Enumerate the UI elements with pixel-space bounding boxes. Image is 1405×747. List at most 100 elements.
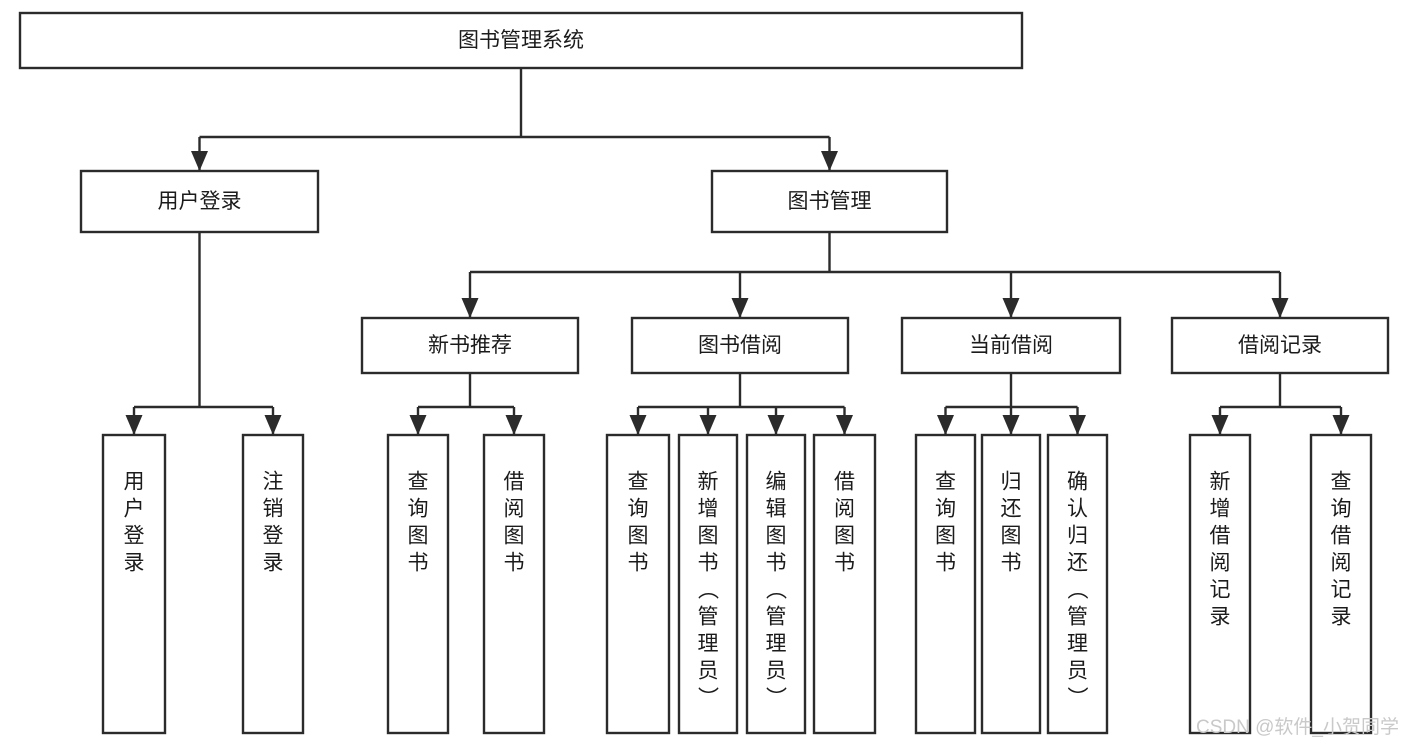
node-leaf-user-login[interactable]: 用户登录 — [101, 433, 167, 735]
node-label-char: 理 — [766, 632, 787, 655]
node-box[interactable] — [1188, 433, 1252, 735]
arrow-head-icon — [629, 415, 647, 435]
node-label-char: 登 — [124, 524, 145, 547]
arrow-head-icon — [1002, 298, 1020, 318]
node-label-char: 询 — [935, 497, 956, 520]
node-borrow-record[interactable]: 借阅记录 — [1170, 316, 1390, 375]
arrow-head-icon — [409, 415, 427, 435]
node-current-borrow[interactable]: 当前借阅 — [900, 316, 1122, 375]
node-label: 借阅图书 — [504, 470, 525, 574]
node-label-char: 录 — [1210, 605, 1231, 628]
node-box[interactable] — [1046, 433, 1109, 735]
node-box[interactable] — [812, 433, 877, 735]
arrow-head-icon — [125, 415, 143, 435]
node-label: 用户登录 — [124, 470, 145, 574]
node-label-char: 销 — [263, 497, 284, 520]
node-label-char: 借 — [834, 470, 855, 493]
arrow-head-icon — [461, 298, 479, 318]
node-label-char: 管 — [766, 605, 787, 628]
node-box[interactable] — [241, 433, 305, 735]
node-label: 图书管理系统 — [458, 29, 584, 52]
node-root[interactable]: 图书管理系统 — [18, 11, 1024, 70]
node-label-char: 辑 — [766, 497, 787, 520]
node-label-char: 还 — [1067, 551, 1088, 574]
node-label-char: 借 — [1210, 524, 1231, 547]
node-box[interactable] — [980, 433, 1042, 735]
node-new-book-rec[interactable]: 新书推荐 — [360, 316, 580, 375]
node-label-char: 图 — [935, 524, 956, 547]
node-label-char: 录 — [263, 551, 284, 574]
node-label-char: 图 — [766, 524, 787, 547]
arrow-head-icon — [1002, 415, 1020, 435]
node-label-char: ） — [766, 686, 788, 709]
node-label-char: 图 — [698, 524, 719, 547]
node-label: 当前借阅 — [969, 334, 1053, 357]
arrow-head-icon — [1271, 298, 1289, 318]
nodes-layer: 图书管理系统用户登录图书管理新书推荐图书借阅当前借阅借阅记录用户登录注销登录查询… — [18, 11, 1390, 735]
node-box[interactable] — [605, 433, 671, 735]
node-box[interactable] — [1309, 433, 1373, 735]
node-box[interactable] — [630, 316, 850, 375]
arrow-head-icon — [699, 415, 717, 435]
node-label-char: 归 — [1067, 524, 1088, 547]
node-label-char: 书 — [834, 551, 855, 574]
node-leaf-borrow-add-book[interactable]: 新增图书（管理员） — [677, 433, 739, 735]
node-box[interactable] — [677, 433, 739, 735]
node-label-char: 图 — [628, 524, 649, 547]
node-label-char: 记 — [1210, 578, 1231, 601]
node-box[interactable] — [386, 433, 450, 735]
arrow-head-icon — [821, 151, 838, 171]
node-leaf-rec-query-book[interactable]: 查询图书 — [386, 433, 450, 735]
node-label: 借阅记录 — [1238, 334, 1322, 357]
node-leaf-current-query-book[interactable]: 查询图书 — [914, 433, 977, 735]
node-label-char: 图 — [834, 524, 855, 547]
node-leaf-rec-borrow-book[interactable]: 借阅图书 — [482, 433, 546, 735]
node-box[interactable] — [1170, 316, 1390, 375]
arrow-head-icon — [1332, 415, 1350, 435]
node-user-login[interactable]: 用户登录 — [79, 169, 320, 234]
node-label-char: 查 — [408, 470, 429, 493]
node-box[interactable] — [745, 433, 807, 735]
node-label-char: 书 — [408, 551, 429, 574]
node-label-char: 管 — [1067, 605, 1088, 628]
node-box[interactable] — [18, 11, 1024, 70]
node-box[interactable] — [360, 316, 580, 375]
node-label-char: 询 — [1331, 497, 1352, 520]
node-label-char: 还 — [1001, 497, 1022, 520]
node-box[interactable] — [710, 169, 949, 234]
node-label-char: （ — [766, 578, 788, 601]
node-leaf-record-query[interactable]: 查询借阅记录 — [1309, 433, 1373, 735]
node-label-char: 确 — [1067, 470, 1088, 493]
node-leaf-borrow-query-book[interactable]: 查询图书 — [605, 433, 671, 735]
node-label-char: 书 — [628, 551, 649, 574]
node-box[interactable] — [79, 169, 320, 234]
node-book-manage[interactable]: 图书管理 — [710, 169, 949, 234]
node-leaf-current-confirm-return[interactable]: 确认归还（管理员） — [1046, 433, 1109, 735]
node-box[interactable] — [101, 433, 167, 735]
node-label: 图书借阅 — [698, 334, 782, 357]
node-label-char: 录 — [1331, 605, 1352, 628]
node-label: 图书管理 — [788, 190, 872, 213]
node-label: 查询图书 — [935, 470, 956, 574]
node-label: 归还图书 — [1001, 470, 1022, 574]
node-label-char: 理 — [1067, 632, 1088, 655]
node-box[interactable] — [482, 433, 546, 735]
node-book-borrow[interactable]: 图书借阅 — [630, 316, 850, 375]
node-leaf-user-logout[interactable]: 注销登录 — [241, 433, 305, 735]
node-label: 用户登录 — [158, 190, 242, 213]
node-leaf-borrow-borrow-book[interactable]: 借阅图书 — [812, 433, 877, 735]
node-leaf-record-add[interactable]: 新增借阅记录 — [1188, 433, 1252, 735]
node-label-char: ） — [698, 686, 720, 709]
node-leaf-current-return-book[interactable]: 归还图书 — [980, 433, 1042, 735]
node-leaf-borrow-edit-book[interactable]: 编辑图书（管理员） — [745, 433, 807, 735]
arrow-head-icon — [731, 298, 749, 318]
node-label: 注销登录 — [263, 470, 284, 574]
node-box[interactable] — [900, 316, 1122, 375]
arrow-head-icon — [836, 415, 853, 435]
node-label: 新书推荐 — [428, 334, 512, 357]
arrow-head-icon — [505, 415, 523, 435]
node-label-char: 认 — [1067, 497, 1088, 520]
node-box[interactable] — [914, 433, 977, 735]
node-label-char: 归 — [1001, 470, 1022, 493]
